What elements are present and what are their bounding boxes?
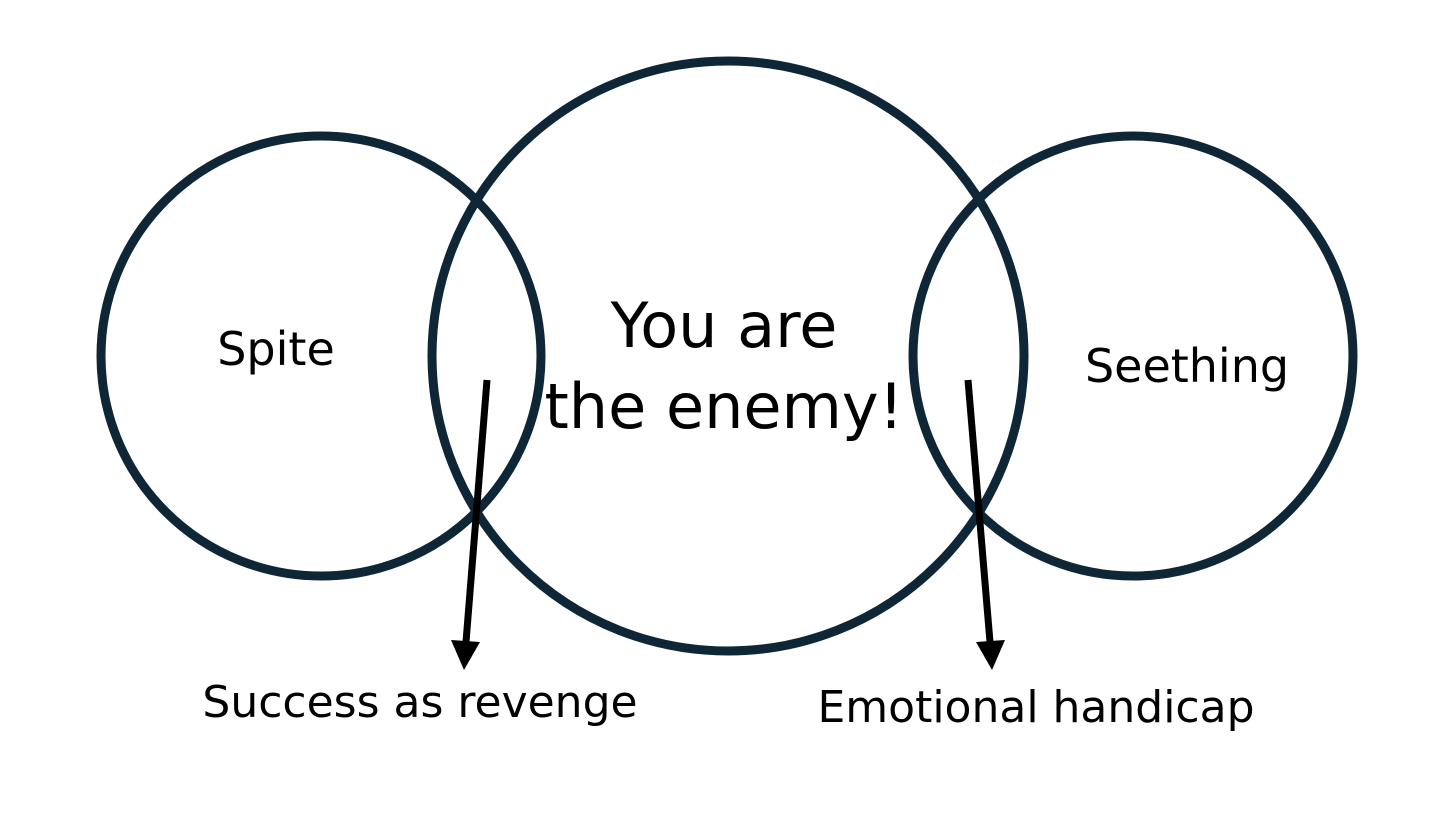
- label-center-line1: You are: [610, 289, 838, 362]
- label-emotional-handicap: Emotional handicap: [817, 682, 1254, 733]
- circle-spite: [96, 131, 546, 581]
- arrow-right: [964, 379, 1005, 670]
- label-center-line2: the enemy!: [545, 370, 904, 443]
- arrow-left: [451, 379, 491, 670]
- label-seething: Seething: [1085, 339, 1289, 393]
- label-spite: Spite: [217, 322, 335, 376]
- circle-seething: [908, 131, 1358, 581]
- circle-you-are-the-enemy: [427, 56, 1029, 656]
- label-success-as-revenge: Success as revenge: [202, 677, 637, 728]
